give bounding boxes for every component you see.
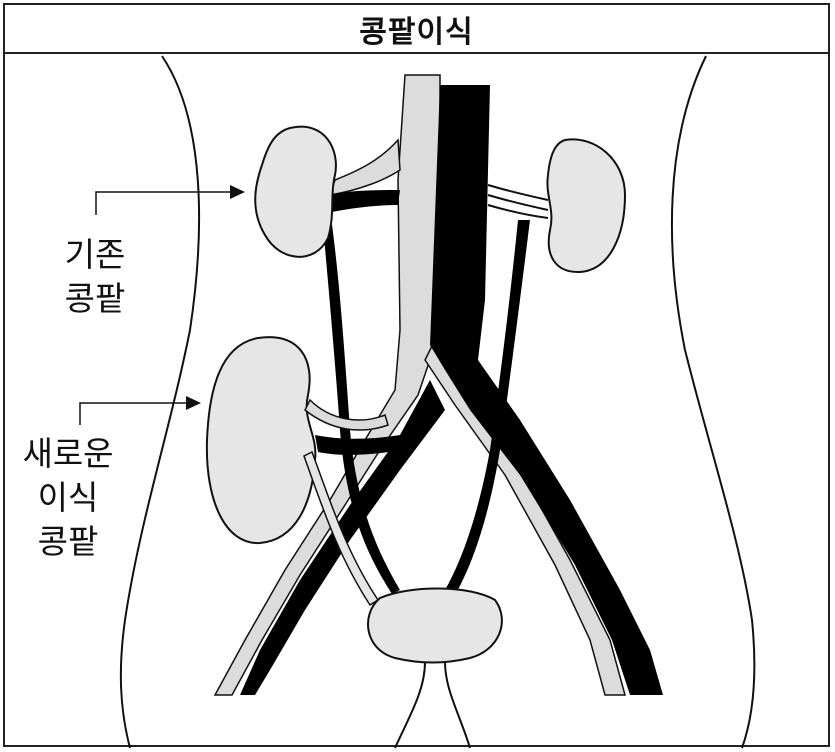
new-kidney-vessel-dark (315, 435, 402, 455)
right-renal-vessels (488, 185, 548, 218)
existing-kidney-arrow-line (96, 192, 232, 215)
new-kidney-arrowhead (186, 396, 201, 410)
new-kidney (207, 337, 316, 543)
new-kidney-label-line-1: 새로운 (8, 432, 128, 476)
existing-kidney-arrowhead (230, 185, 245, 199)
new-kidney-label-line-3: 콩팥 (8, 520, 128, 564)
urethra (395, 662, 470, 748)
bladder (368, 588, 502, 662)
vena-cava-left-upper (330, 140, 400, 195)
existing-kidney-label-line-2: 콩팥 (40, 277, 150, 321)
new-kidney-label: 새로운 이식 콩팥 (8, 432, 128, 564)
left-renal-artery (330, 190, 400, 212)
existing-kidney-label-line-1: 기존 (40, 233, 150, 277)
existing-kidney-right (547, 139, 625, 272)
existing-kidney-left (255, 127, 336, 257)
body-outline-right (672, 56, 754, 748)
existing-kidney-label: 기존 콩팥 (40, 233, 150, 321)
new-kidney-label-line-2: 이식 (8, 476, 128, 520)
